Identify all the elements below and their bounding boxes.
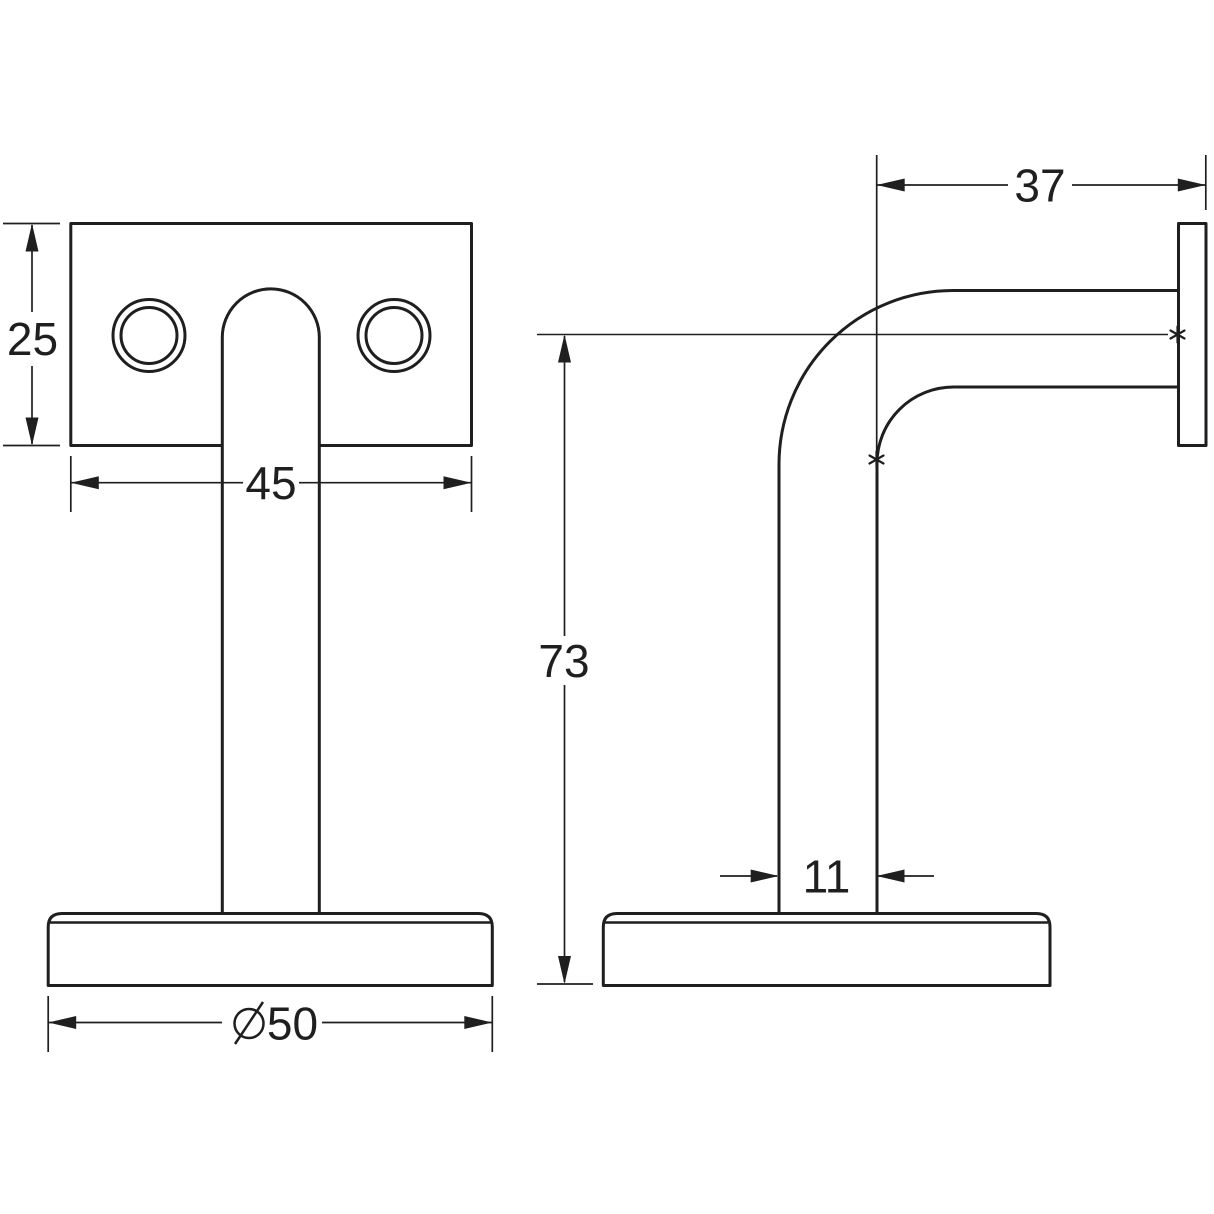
dim-25-arrow-up — [25, 223, 39, 252]
dim-11-arrow-left — [876, 869, 905, 883]
dim-50-arrow-right — [464, 1016, 493, 1029]
dim-73-label: 73 — [538, 635, 589, 687]
side-arm-inner-curve — [875, 385, 954, 914]
side-view — [537, 222, 1208, 987]
dim-base-diameter: 50 — [47, 996, 494, 1052]
front-screw-hole-right-outer — [356, 298, 432, 373]
dim-11-label: 11 — [803, 851, 851, 903]
dim-45-label: 45 — [245, 457, 296, 509]
dim-plate-height: 25 — [3, 222, 60, 447]
dim-projection-depth: 37 — [875, 155, 1207, 458]
front-screw-hole-left-inner — [119, 306, 179, 365]
front-screw-hole-left-outer — [111, 298, 187, 373]
side-wall-plate-outline — [1177, 222, 1208, 447]
diameter-symbol-circle — [233, 1007, 265, 1040]
dim-25-arrow-down — [25, 417, 39, 446]
dim-37-arrow-right — [1177, 178, 1206, 192]
diameter-symbol-slash — [233, 1001, 265, 1045]
dim-73-arrow-up — [558, 334, 571, 363]
dim-37-arrow-left — [876, 178, 905, 192]
dim-50-label: 50 — [267, 998, 318, 1050]
dim-overall-height: 73 — [537, 334, 593, 985]
side-arm-outer-curve — [777, 289, 954, 914]
front-screw-hole-right-inner — [364, 306, 424, 365]
diameter-symbol-icon — [233, 1001, 265, 1045]
front-base-outline — [46, 912, 494, 987]
side-base-outline — [601, 912, 1052, 987]
dim-45-arrow-right — [443, 476, 472, 490]
dim-stem-thickness: 11 — [720, 851, 934, 903]
dim-45-arrow-left — [70, 476, 99, 490]
dim-25-label: 25 — [7, 313, 58, 365]
dim-11-arrow-right — [750, 869, 779, 883]
front-view — [46, 222, 494, 987]
dim-plate-width: 45 — [69, 456, 473, 512]
dim-73-arrow-down — [558, 956, 571, 984]
dim-50-arrow-left — [48, 1016, 77, 1029]
front-stem-outline — [220, 287, 321, 914]
front-mounting-plate-outline — [69, 222, 473, 447]
dim-37-label: 37 — [1014, 160, 1065, 212]
tangent-marker-plate-icon — [1169, 325, 1186, 344]
